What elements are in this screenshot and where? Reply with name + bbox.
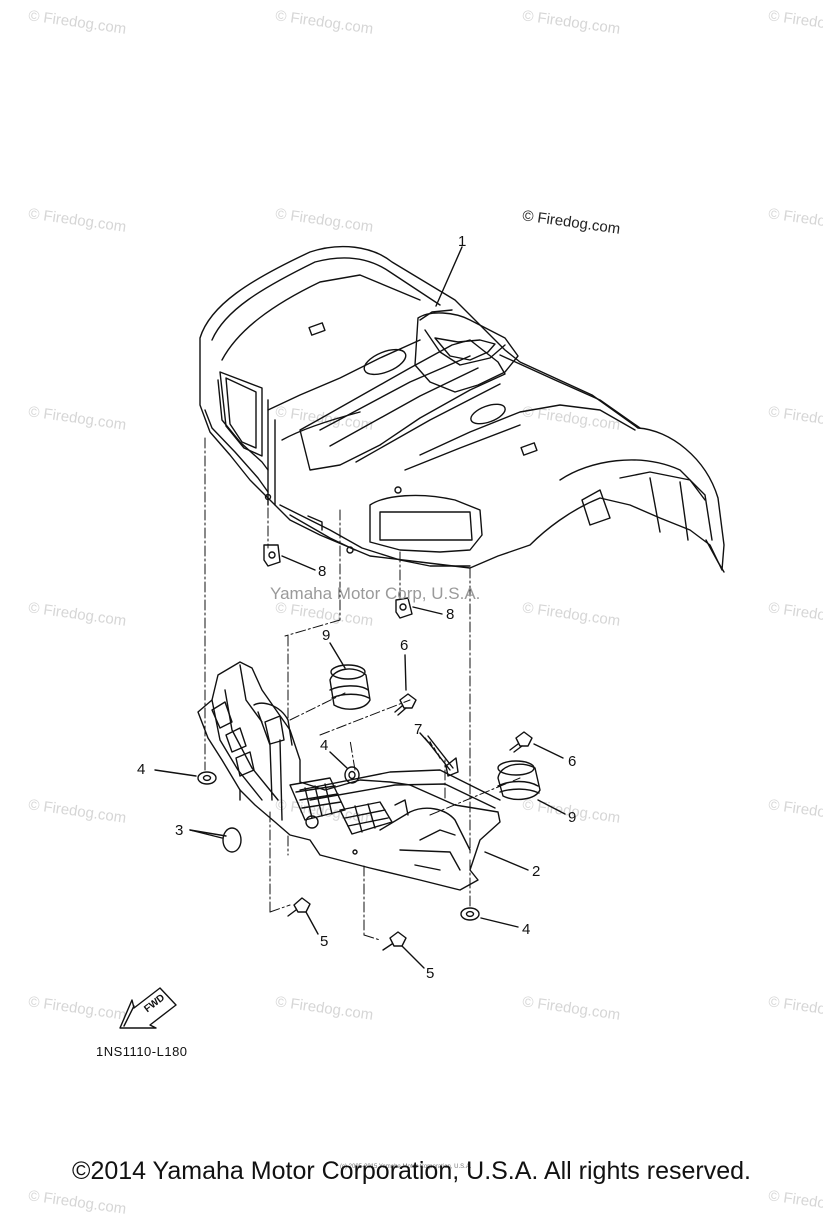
bolt-7 <box>424 735 459 777</box>
callout-4: 4 <box>320 737 329 754</box>
callout-9: 9 <box>322 627 331 644</box>
screw-5-left <box>287 897 311 917</box>
callout-4: 4 <box>522 921 531 938</box>
callout-8: 8 <box>446 606 455 623</box>
washer-4-left <box>197 771 217 785</box>
callout-5: 5 <box>426 965 435 982</box>
leader-line <box>435 246 463 307</box>
grommet-9-left <box>329 664 371 710</box>
clip-8-left <box>263 544 281 567</box>
clip-8-right <box>395 597 413 619</box>
copyright-text: ©2014 Yamaha Motor Corporation, U.S.A. A… <box>72 1157 751 1185</box>
screw-6-right <box>509 731 533 753</box>
callout-6: 6 <box>568 753 577 770</box>
callout-4: 4 <box>137 761 146 778</box>
callout-8: 8 <box>318 563 327 580</box>
screw-6-top <box>394 693 417 716</box>
fwd-arrow-icon <box>119 987 177 1029</box>
fwd-label: FWD <box>142 992 167 1015</box>
screw-5-right <box>382 931 407 951</box>
callout-1: 1 <box>458 233 467 250</box>
tiny-copyright: (c) 2005-2015 Yamaha Motor Corporation, … <box>340 1164 472 1170</box>
diagram-reference: 1NS1110-L180 <box>96 1044 188 1059</box>
front-fender <box>199 245 725 573</box>
callout-6: 6 <box>400 637 409 654</box>
washer-4-right <box>460 907 480 921</box>
front-lower-guard <box>197 661 501 891</box>
callout-9: 9 <box>568 809 577 826</box>
callout-3: 3 <box>175 822 184 839</box>
plug-3 <box>222 827 242 853</box>
callout-2: 2 <box>532 863 541 880</box>
grommet-9-right <box>497 760 541 801</box>
yamaha-middle-text: Yamaha Motor Corp, U.S.A. <box>270 584 481 603</box>
callout-7: 7 <box>414 721 423 738</box>
callout-5: 5 <box>320 933 329 950</box>
